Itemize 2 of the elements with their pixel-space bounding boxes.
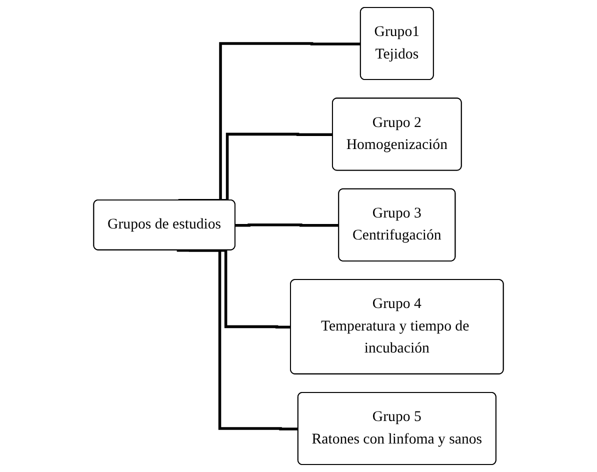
connector (235, 224, 340, 227)
connector (176, 248, 298, 430)
